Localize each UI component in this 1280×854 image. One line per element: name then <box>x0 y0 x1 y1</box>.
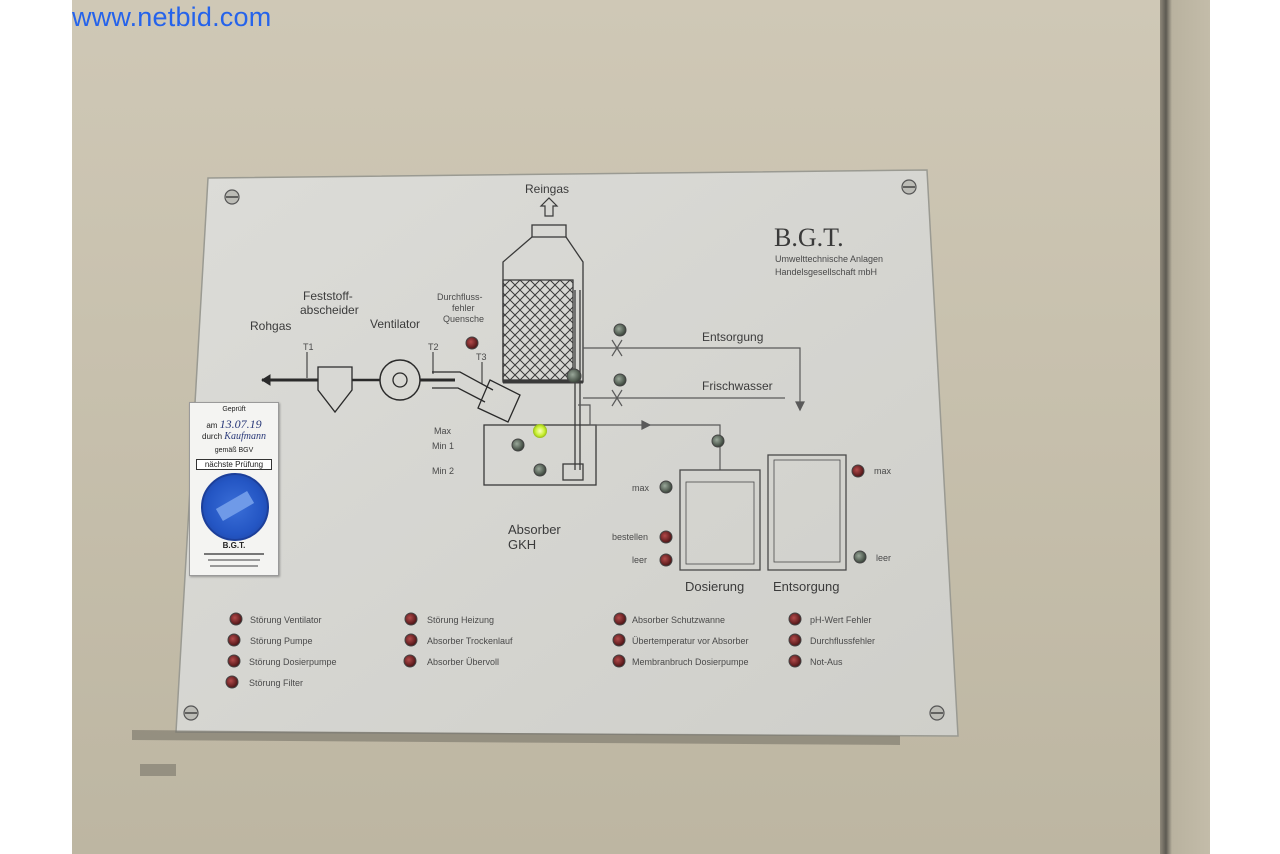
sticker-naechste: nächste Prüfung <box>196 459 272 470</box>
sticker-gemaess: gemäß BGV <box>214 447 254 454</box>
sticker-geprueft: Geprüft <box>222 406 246 413</box>
inspection-sticker: Geprüft am 13.07.19 durch Kaufmann gemäß… <box>189 402 279 576</box>
watermark-text: www.netbid.com <box>72 2 272 32</box>
sticker-am-value: 13.07.19 <box>219 417 262 431</box>
cabinet-door-edge <box>1160 0 1210 854</box>
sticker-company: B.G.T. <box>222 541 246 550</box>
inspection-seal-icon <box>201 473 269 541</box>
sticker-am-label: am <box>206 421 218 430</box>
sticker-durch-value: Kaufmann <box>224 431 266 442</box>
sticker-durch-label: durch <box>202 432 223 441</box>
